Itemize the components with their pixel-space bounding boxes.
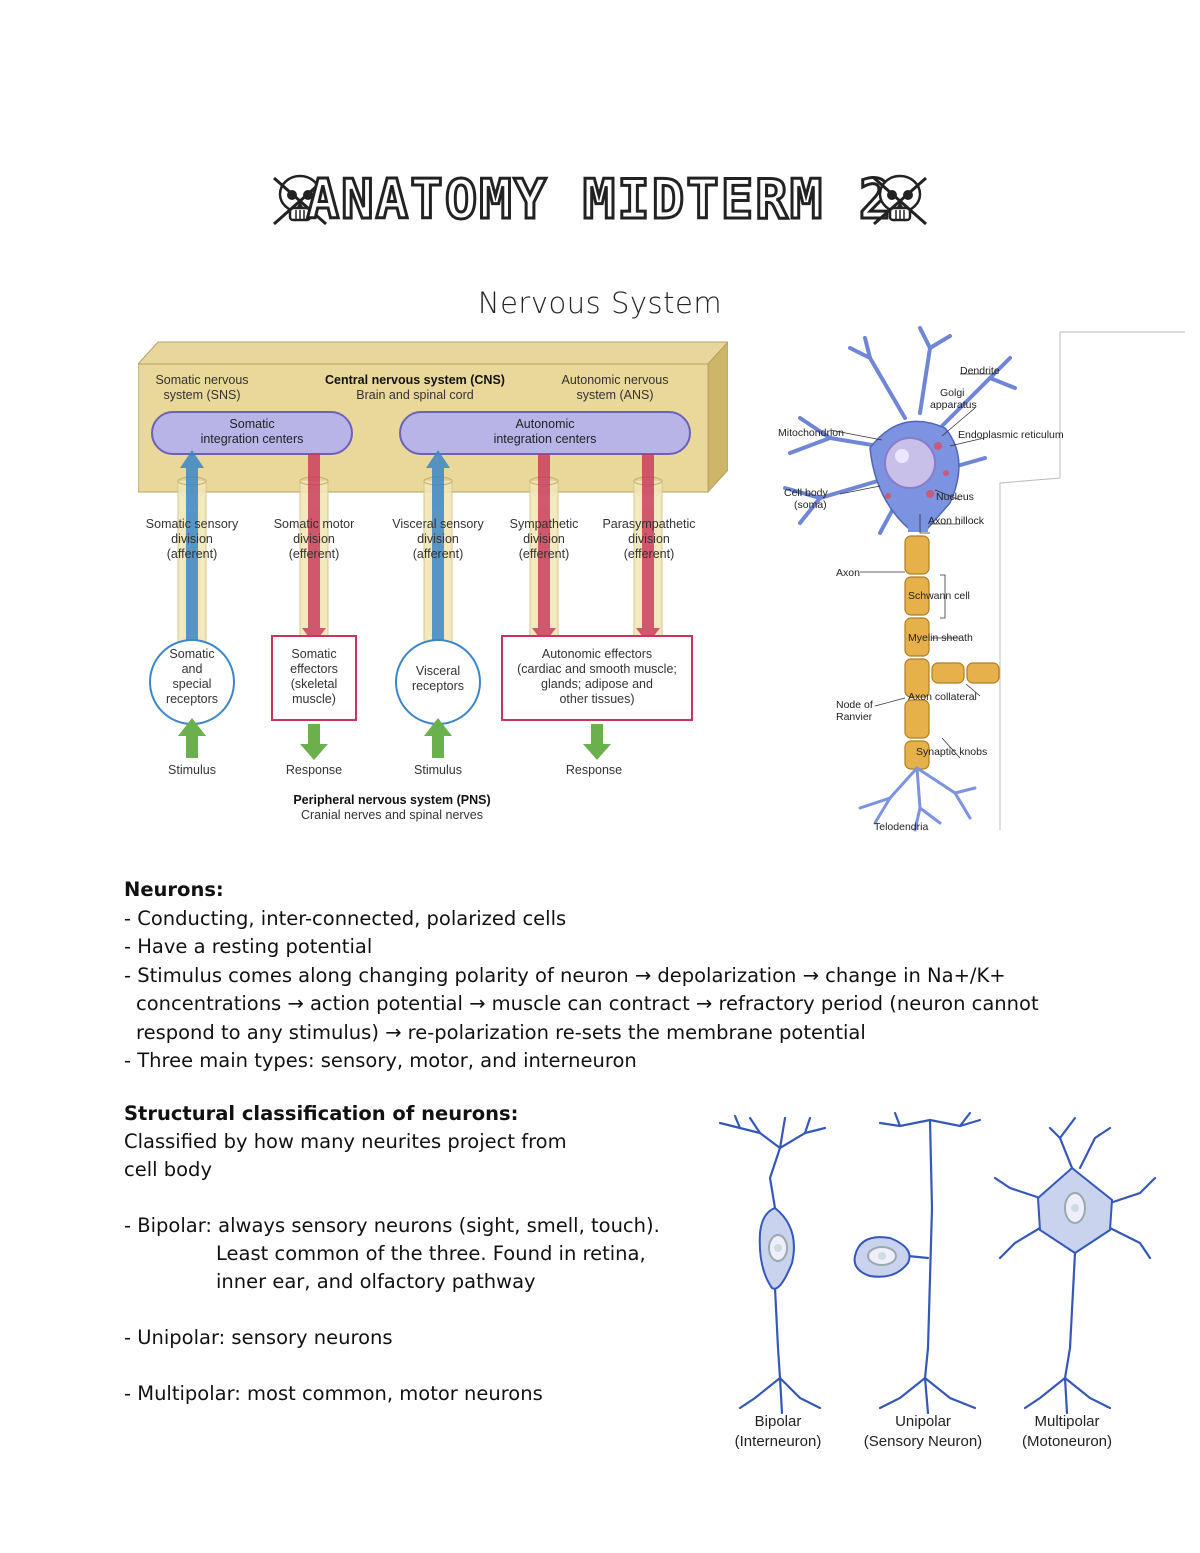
sns-label-1: Somatic nervous [155,373,248,387]
schwann-label: Schwann cell [908,590,970,602]
ans-label-1: Autonomic nervous [561,373,668,387]
structural-section: Structural classification of neurons: Cl… [124,1100,684,1408]
multipolar-label: Multipolar [1034,1413,1099,1430]
list-item-continuation: inner ear, and olfactory pathway [216,1270,536,1293]
structural-intro: Classified by how many neurites project … [124,1130,567,1153]
er-label: Endoplasmic reticulum [958,429,1064,441]
bipolar-label: Bipolar [755,1413,802,1430]
nucleus-label: Nucleus [936,491,974,503]
list-item-continuation: respond to any stimulus) → re-polarizati… [136,1020,866,1044]
stimulus-label: Stimulus [168,763,216,777]
svg-text:Autonomic effectors(cardiac an: Autonomic effectors(cardiac and smooth m… [517,647,677,706]
ans-label-2: system (ANS) [576,388,653,402]
cns-sub: Brain and spinal cord [356,388,473,402]
bipolar-sub: (Interneuron) [735,1433,822,1450]
list-item: - Have a resting potential [124,935,373,958]
svg-text:Cell body(soma): Cell body(soma) [784,487,829,511]
list-item: - Three main types: sensory, motor, and … [124,1049,637,1072]
list-item: - Stimulus comes along changing polarity… [124,963,1006,987]
pns-sub: Cranial nerves and spinal nerves [301,808,483,822]
stimulus-label: Stimulus [414,763,462,777]
page-title: ANATOMY MIDTERM 2 [0,160,1200,240]
list-item: - Unipolar: sensory neurons [124,1326,393,1349]
structural-heading: Structural classification of neurons: [124,1102,519,1125]
knobs-label: Synaptic knobs [916,746,987,758]
axon-hillock-label: Axon hillock [928,515,985,527]
neurons-section: Neurons: - Conducting, inter-connected, … [124,876,1084,1076]
response-label: Response [286,763,342,777]
collateral-label: Axon collateral [908,691,977,703]
somatic-integration-centers [151,411,353,455]
section-heading: Nervous System [477,286,723,320]
structural-intro: cell body [124,1158,212,1181]
myelin-label: Myelin sheath [908,632,973,644]
cns-title: Central nervous system (CNS) [325,373,505,387]
list-item: - Multipolar: most common, motor neurons [124,1382,543,1405]
dendrite-label: Dendrite [960,365,1000,377]
autonomic-effectors [501,635,693,721]
telodendria-label: Telodendria [874,821,928,833]
mitochondrion-label: Mitochondrion [778,427,844,439]
skull-icon [873,174,927,226]
skull-icon [273,174,327,226]
pns-title: Peripheral nervous system (PNS) [293,793,490,807]
somatic-effectors [271,635,357,721]
sns-label-2: system (SNS) [163,388,240,402]
title-text: ANATOMY MIDTERM 2 [307,168,894,231]
neurons-heading: Neurons: [124,878,224,901]
unipolar-label: Unipolar [895,1413,951,1430]
list-item-continuation: concentrations → action potential → musc… [136,992,1039,1015]
list-item-continuation: Least common of the three. Found in reti… [216,1242,646,1265]
neuron-types-figure: Bipolar (Interneuron) Unipolar (Sensory … [700,1108,1160,1458]
list-item: - Bipolar: always sensory neurons (sight… [124,1214,660,1237]
list-item: - Conducting, inter-connected, polarized… [124,906,567,930]
unipolar-sub: (Sensory Neuron) [864,1433,982,1450]
axon-label: Axon [836,567,860,579]
response-label: Response [566,763,622,777]
multipolar-sub: (Motoneuron) [1022,1433,1112,1450]
